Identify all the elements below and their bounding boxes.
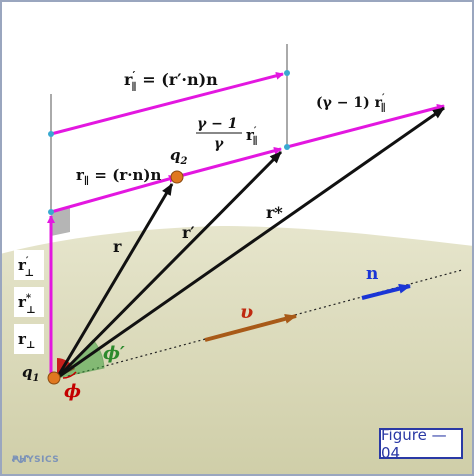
svg-text:r′∥: r′∥ [246, 126, 258, 147]
label-r: r [113, 237, 122, 256]
svg-text:(γ − 1) r′∥: (γ − 1) r′∥ [316, 93, 386, 114]
figure-label-box: Figure — 04 [379, 425, 463, 462]
svg-text:γ − 1: γ − 1 [197, 116, 237, 132]
label-gamma1-r-par: (γ − 1) r′∥ [316, 93, 386, 114]
point-mid-right [284, 144, 290, 150]
vector-r-prime [55, 150, 283, 380]
svg-text:r′⊥: r′⊥ [18, 256, 34, 279]
label-box-r-perp-star [14, 287, 44, 317]
label-q1: q1 [22, 363, 39, 384]
right-angle-marker [51, 208, 70, 236]
vector-gamma1-r-par [286, 103, 445, 149]
svg-text:r∥ = (r·n)n: r∥ = (r·n)n [76, 166, 161, 187]
point-top-right [284, 70, 290, 76]
watermark: PHYSICS [12, 455, 59, 465]
label-r-star: r* [266, 203, 283, 222]
vector-r-par-prime [50, 71, 284, 136]
angle-phi-arc [62, 371, 77, 379]
label-r-par-prime: r′∥ = (r′·n)n [124, 69, 218, 93]
vector-r-par [50, 175, 177, 214]
vector-n [361, 283, 411, 300]
vector-gamma-r-par [175, 146, 282, 179]
label-r-perp: r⊥ [18, 330, 36, 351]
svg-text:r*⊥: r*⊥ [18, 293, 36, 316]
label-r-perp-prime: r′⊥ [18, 256, 34, 279]
label-phi: ϕ [64, 381, 81, 402]
figure-label: Figure — 04 [381, 425, 447, 462]
svg-text:γ: γ [214, 136, 224, 152]
label-phi-prime: ϕ′ [103, 343, 125, 364]
vector-r-star [56, 106, 445, 380]
ground-plane [0, 226, 474, 476]
point-mid-left [48, 209, 54, 215]
point-top-left [48, 131, 54, 137]
wave-icon [12, 455, 28, 464]
watermark-text: PHYSICS [12, 455, 60, 465]
svg-text:r′∥ = (r′·n)n: r′∥ = (r′·n)n [124, 69, 218, 93]
svg-text:q1: q1 [22, 363, 39, 384]
label-n: n [366, 264, 378, 284]
label-r-par: r∥ = (r·n)n [76, 166, 161, 187]
label-r-perp-star: r*⊥ [18, 293, 36, 316]
svg-text:r⊥: r⊥ [18, 330, 36, 351]
charge-q2 [170, 170, 184, 184]
label-gamma-fraction: γ − 1 γ r′∥ [196, 116, 258, 152]
label-box-r-perp [14, 324, 44, 354]
vector-r [55, 183, 174, 379]
charge-q1 [47, 371, 61, 385]
vector-v [204, 313, 297, 342]
label-box-r-perp-prime [14, 250, 44, 280]
label-v: υ [240, 301, 253, 323]
label-r-prime: r′ [182, 223, 195, 242]
label-q2: q2 [170, 146, 188, 167]
svg-text:q2: q2 [170, 146, 188, 167]
